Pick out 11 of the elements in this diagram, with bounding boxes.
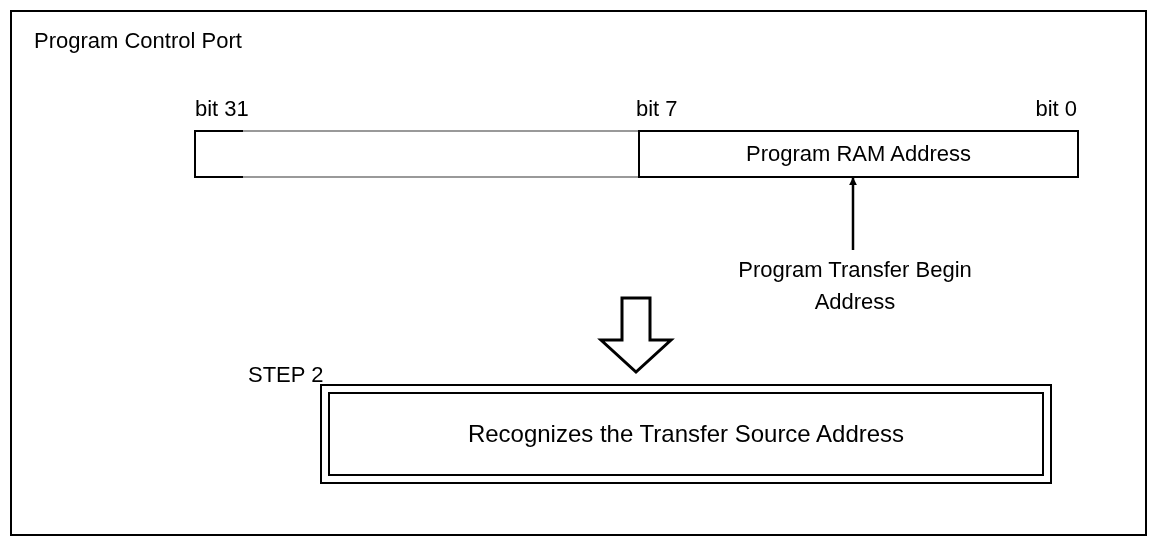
annotation-text: Program Transfer Begin Address: [735, 254, 975, 326]
bit-label: bit 7: [636, 96, 678, 122]
hollow-arrow: [597, 296, 675, 375]
frame-title: Program Control Port: [34, 28, 242, 54]
process-box: Recognizes the Transfer Source Address: [320, 384, 1052, 484]
bit-label: bit 31: [195, 96, 249, 122]
register-field: [194, 130, 639, 178]
register-field: Program RAM Address: [638, 130, 1079, 178]
arrow: [849, 177, 857, 250]
bit-label: bit 0: [1035, 96, 1077, 122]
frame-border: [10, 10, 1147, 536]
